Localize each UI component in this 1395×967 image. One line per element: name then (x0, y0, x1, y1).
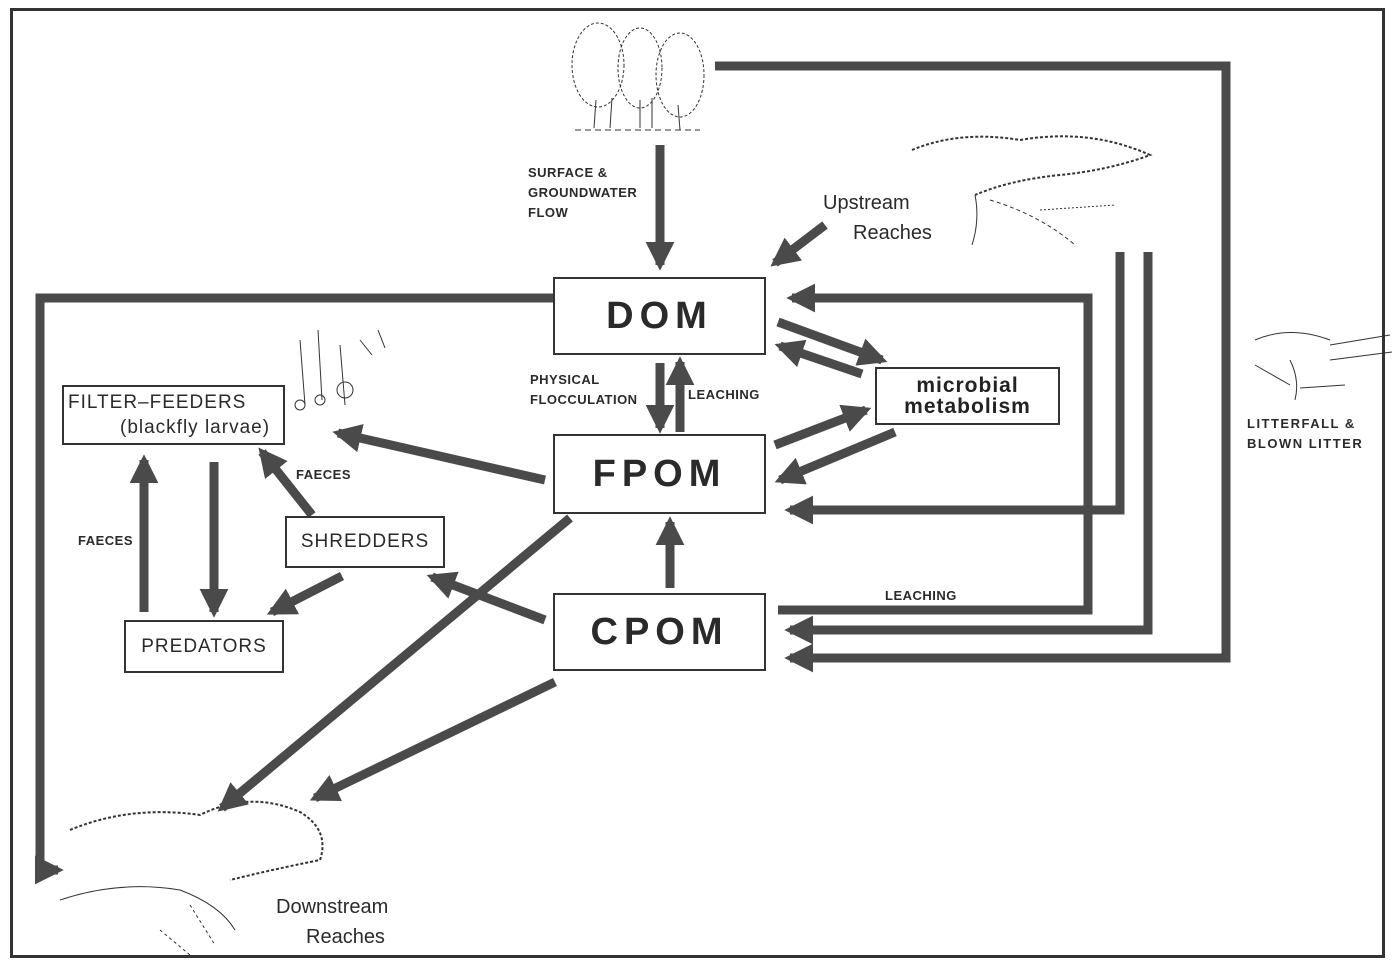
fpom-box: FPOM (553, 434, 766, 514)
shredders-label: SHREDDERS (300, 531, 430, 552)
filter-feeders-label: FILTER–FEEDERS (68, 392, 247, 413)
physical-flocculation-label: PHYSICAL FLOCCULATION (530, 372, 638, 407)
arrow-cpom-to-shredders (426, 571, 547, 625)
larvae-illustration (294, 329, 386, 411)
arrow-microbial-to-fpom (774, 427, 897, 485)
filter-feeders-box: FILTER–FEEDERS (blackfly larvae) (62, 385, 285, 445)
shredders-box: SHREDDERS (285, 516, 445, 568)
predators-box: PREDATORS (124, 620, 284, 673)
dom-label: DOM (606, 294, 713, 337)
microbial-label: microbial (916, 374, 1019, 397)
faeces-shredders-label: FAECES (296, 467, 352, 482)
arrow-fpom-to-filter-feeders (332, 424, 546, 485)
arrow-upstream-to-dom (770, 221, 828, 267)
fpom-label: FPOM (592, 452, 727, 495)
dom-box: DOM (553, 277, 766, 355)
arrow-fpom-to-microbial (773, 404, 872, 450)
arrow-litterfall-to-cpom (715, 61, 1231, 673)
upstream-reaches-label: Upstream Reaches (823, 192, 932, 244)
litterfall-illustration (1254, 332, 1393, 401)
faeces-predators-label: FAECES (78, 533, 134, 548)
downstream-reaches-label: Downstream Reaches (276, 896, 389, 948)
cpom-label: CPOM (590, 610, 729, 653)
arrow-upstream-to-fpom (784, 252, 1125, 525)
arrow-upstream-to-cpom (784, 252, 1153, 645)
diagram-frame (10, 8, 1385, 958)
metabolism-label: metabolism (904, 395, 1031, 418)
arrow-cpom-leaching-to-dom (778, 283, 1093, 615)
forest-trees-illustration (571, 22, 705, 131)
leaching-cpom-label: LEACHING (885, 588, 957, 603)
arrow-fpom-to-downstream (217, 514, 573, 812)
arrow-dom-to-microbial (776, 317, 888, 366)
downstream-reach-illustration (59, 800, 324, 956)
leaching-fpom-dom-label: LEACHING (688, 387, 760, 402)
litterfall-label: LITTERFALL & BLOWN LITTER (1247, 416, 1364, 451)
arrow-shredders-to-predators (266, 571, 345, 617)
surface-groundwater-label: SURFACE & GROUNDWATER FLOW (528, 165, 638, 220)
predators-label: PREDATORS (141, 635, 267, 657)
blackfly-larvae-label: (blackfly larvae) (120, 417, 271, 438)
arrow-shredders-to-filter-feeders (258, 447, 316, 518)
arrow-microbial-to-dom (774, 339, 864, 379)
arrow-cpom-to-downstream (309, 677, 557, 803)
cpom-box: CPOM (553, 593, 766, 671)
microbial-metabolism-box: microbial metabolism (875, 367, 1060, 425)
arrow-dom-to-downstream (34, 293, 553, 885)
upstream-reach-illustration (911, 135, 1153, 246)
flow-arrows (34, 61, 1231, 885)
